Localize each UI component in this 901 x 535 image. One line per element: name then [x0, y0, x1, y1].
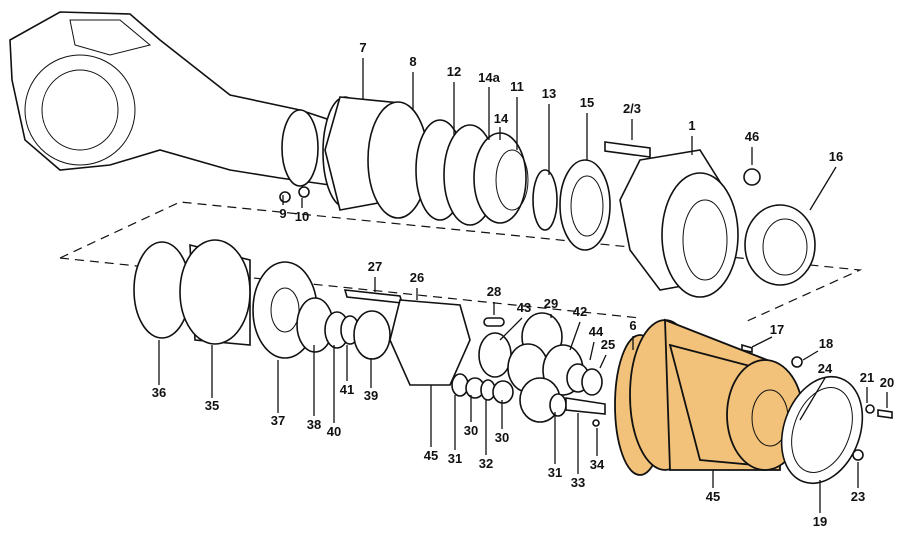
label-12: 12 [447, 64, 461, 79]
label-9: 9 [279, 206, 286, 221]
label-6: 6 [629, 318, 636, 333]
label-31-b: 31 [548, 465, 562, 480]
label-19: 19 [813, 514, 827, 529]
part-labels: 7 8 12 14a 11 14 13 15 2/3 1 46 16 9 10 … [152, 40, 894, 529]
label-44: 44 [589, 324, 604, 339]
label-35: 35 [205, 398, 219, 413]
label-13: 13 [542, 86, 556, 101]
label-46: 46 [745, 129, 759, 144]
label-31-a: 31 [448, 451, 462, 466]
label-30-b: 30 [495, 430, 509, 445]
label-34: 34 [590, 457, 605, 472]
label-38: 38 [307, 417, 321, 432]
label-41: 41 [340, 382, 354, 397]
label-43: 43 [517, 300, 531, 315]
axle-housing [9, 11, 331, 187]
label-15: 15 [580, 95, 594, 110]
label-33: 33 [571, 475, 585, 490]
label-17: 17 [770, 322, 784, 337]
upper-parts [279, 96, 816, 298]
label-20: 20 [880, 375, 894, 390]
label-24: 24 [818, 361, 833, 376]
label-45-hub: 45 [706, 489, 720, 504]
cover-parts [741, 343, 893, 485]
label-36: 36 [152, 385, 166, 400]
label-10: 10 [295, 209, 309, 224]
label-27: 27 [368, 259, 382, 274]
label-45-planet-carrier: 45 [424, 448, 438, 463]
label-8: 8 [409, 54, 416, 69]
label-32: 32 [479, 456, 493, 471]
label-14: 14 [494, 111, 509, 126]
label-28: 28 [487, 284, 501, 299]
leader-lines [158, 58, 888, 513]
highlighted-hub-part-45 [614, 318, 804, 476]
label-7: 7 [359, 40, 366, 55]
label-25: 25 [601, 337, 615, 352]
label-37: 37 [271, 413, 285, 428]
label-18: 18 [819, 336, 833, 351]
label-14a: 14a [478, 70, 500, 85]
label-26: 26 [410, 270, 424, 285]
label-30-a: 30 [464, 423, 478, 438]
dashed-boundary [59, 201, 863, 323]
label-21: 21 [860, 370, 874, 385]
label-29: 29 [544, 296, 558, 311]
label-39: 39 [364, 388, 378, 403]
lower-parts [133, 239, 606, 427]
label-16: 16 [829, 149, 843, 164]
label-11: 11 [510, 79, 524, 94]
label-23: 23 [851, 489, 865, 504]
label-2-3: 2/3 [623, 101, 641, 116]
label-42: 42 [573, 304, 587, 319]
label-1: 1 [688, 118, 695, 133]
label-40: 40 [327, 424, 341, 439]
